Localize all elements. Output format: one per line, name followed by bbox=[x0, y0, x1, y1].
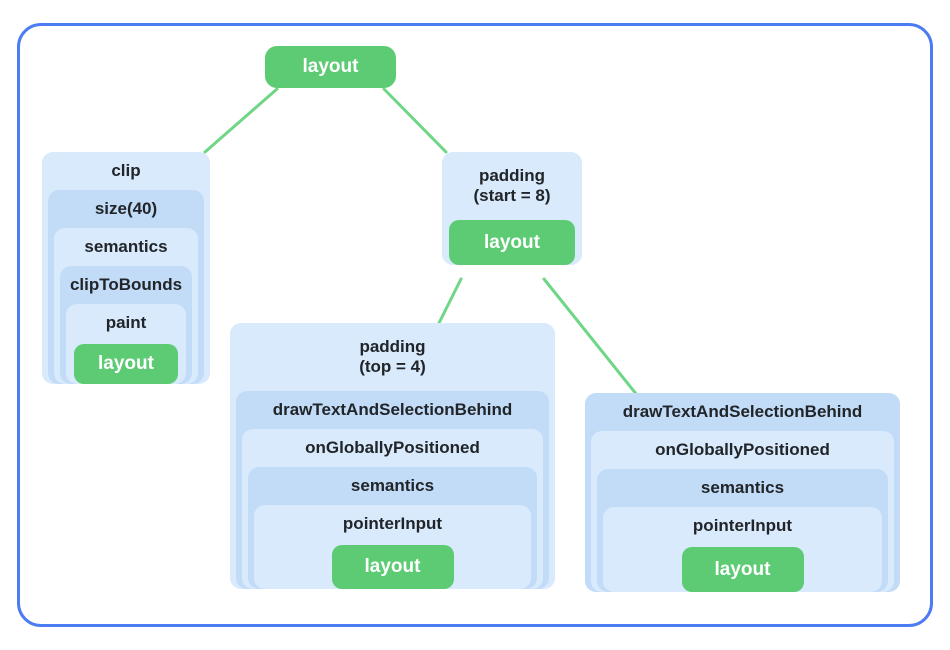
node-semantics: semantics clipToBounds paint layout bbox=[54, 228, 198, 384]
node-size-label: size(40) bbox=[94, 199, 158, 218]
group-padding-start: padding (start = 8) layout bbox=[442, 152, 582, 273]
node-clip: clip size(40) semantics clipToBounds pai… bbox=[42, 152, 210, 384]
node-drawtext-label: drawTextAndSelectionBehind bbox=[622, 402, 863, 421]
node-drawtext-label: drawTextAndSelectionBehind bbox=[272, 400, 513, 419]
group-drawtext: drawTextAndSelectionBehind onGloballyPos… bbox=[585, 393, 900, 600]
node-semantics-label: semantics bbox=[350, 476, 435, 495]
node-padding-top-label: padding (top = 4) bbox=[359, 337, 426, 376]
node-pointerinput: pointerInput layout bbox=[603, 507, 882, 592]
node-ongloballypositioned-label: onGloballyPositioned bbox=[305, 438, 480, 457]
node-drawtext: drawTextAndSelectionBehind onGloballyPos… bbox=[585, 393, 900, 592]
node-layout-leaf: layout bbox=[74, 344, 178, 384]
node-cliptobounds-label: clipToBounds bbox=[69, 275, 183, 294]
node-paint-label: paint bbox=[105, 313, 147, 332]
node-padding-top: padding (top = 4) drawTextAndSelectionBe… bbox=[230, 323, 555, 589]
node-layout-leaf: layout bbox=[449, 220, 575, 265]
group-padding-top: padding (top = 4) drawTextAndSelectionBe… bbox=[230, 323, 555, 597]
group-clip: clip size(40) semantics clipToBounds pai… bbox=[42, 152, 210, 392]
node-semantics-label: semantics bbox=[84, 237, 168, 256]
node-ongloballypositioned: onGloballyPositioned semantics pointerIn… bbox=[591, 431, 894, 592]
node-semantics-label: semantics bbox=[700, 478, 785, 497]
node-pointerinput-label: pointerInput bbox=[692, 516, 793, 535]
node-paint: paint layout bbox=[66, 304, 186, 384]
node-semantics: semantics pointerInput layout bbox=[597, 469, 888, 592]
node-clip-label: clip bbox=[111, 161, 141, 180]
node-ongloballypositioned: onGloballyPositioned semantics pointerIn… bbox=[242, 429, 543, 589]
node-layout-leaf: layout bbox=[331, 545, 454, 589]
node-padding-start: padding (start = 8) layout bbox=[442, 152, 582, 265]
node-layout-leaf: layout bbox=[681, 547, 804, 592]
node-root-layout: layout bbox=[265, 46, 396, 88]
node-ongloballypositioned-label: onGloballyPositioned bbox=[655, 440, 830, 459]
node-cliptobounds: clipToBounds paint layout bbox=[60, 266, 192, 384]
node-pointerinput: pointerInput layout bbox=[254, 505, 531, 589]
node-pointerinput-label: pointerInput bbox=[342, 514, 443, 533]
node-drawtext: drawTextAndSelectionBehind onGloballyPos… bbox=[236, 391, 549, 589]
node-semantics: semantics pointerInput layout bbox=[248, 467, 537, 589]
node-size: size(40) semantics clipToBounds paint la… bbox=[48, 190, 204, 384]
node-padding-start-label: padding (start = 8) bbox=[473, 166, 551, 205]
